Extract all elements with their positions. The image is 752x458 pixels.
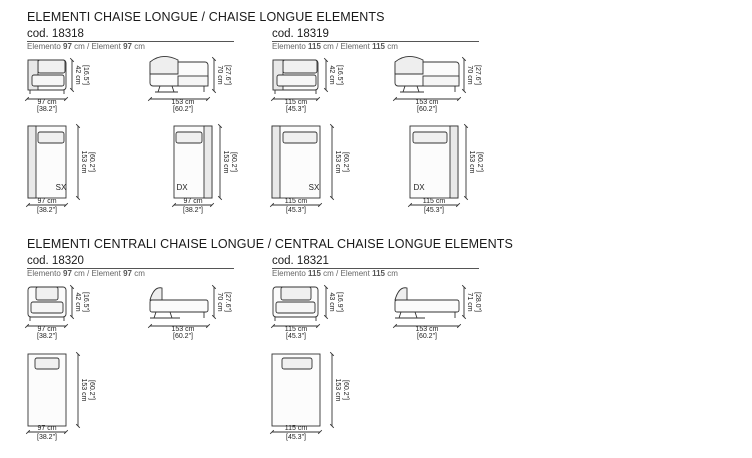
side-label: SX — [309, 183, 320, 192]
length-label: 153 cm — [172, 326, 195, 333]
height-label: 43 cm — [328, 292, 335, 311]
divider — [27, 268, 234, 269]
plan-view-drawing — [27, 353, 67, 427]
width-inch-label: [38.2"] — [37, 333, 57, 340]
depth-inch-label: [60.2"] — [88, 152, 95, 172]
depth-label: 153 cm — [222, 151, 229, 174]
width-label: 115 cm — [285, 99, 308, 106]
height-inch-label: [16.5"] — [82, 292, 89, 312]
length-label: 153 cm — [172, 99, 195, 106]
plan-view-drawing — [271, 125, 321, 199]
width-inch-label: [38.2"] — [37, 106, 57, 113]
depth-inch-label: [60.2"] — [88, 380, 95, 400]
side-view-drawing — [394, 287, 460, 319]
length-label: 153 cm — [416, 326, 439, 333]
length-label: 153 cm — [416, 99, 439, 106]
width-label: 97 cm — [37, 425, 56, 432]
height-label: 70 cm — [466, 65, 473, 84]
width-inch-label: [45.3"] — [286, 434, 306, 441]
width-inch-label: [38.2"] — [37, 207, 57, 214]
plan-view-drawing — [409, 125, 459, 199]
width-inch-label: [38.2"] — [183, 207, 203, 214]
width-inch-label: [45.3"] — [286, 333, 306, 340]
length-inch-label: [60.2"] — [173, 333, 193, 340]
height-label: 70 cm — [216, 65, 223, 84]
product-code: cod. 18321 — [272, 255, 329, 267]
side-label: DX — [413, 183, 425, 192]
plan-view-drawing — [271, 353, 321, 427]
height-inch-label: [16.5"] — [336, 65, 343, 85]
side-view-drawing — [394, 56, 460, 93]
width-label: 97 cm — [37, 198, 56, 205]
depth-label: 153 cm — [80, 151, 87, 174]
height-label: 42 cm — [328, 65, 335, 84]
element-size: Elemento 115 cm / Element 115 cm — [272, 269, 398, 278]
side-label: SX — [56, 183, 67, 192]
height-inch-label: [28.0"] — [474, 292, 481, 312]
product-code: cod. 18320 — [27, 255, 84, 267]
height-inch-label: [27.6"] — [224, 292, 231, 312]
width-label: 115 cm — [285, 198, 308, 205]
divider — [27, 41, 234, 42]
section-title-chaise-longue: ELEMENTI CHAISE LONGUE / CHAISE LONGUE E… — [27, 10, 385, 24]
side-view-drawing — [149, 56, 209, 93]
depth-label: 153 cm — [80, 379, 87, 402]
width-label: 97 cm — [37, 326, 56, 333]
section-title-central-chaise-longue: ELEMENTI CENTRALI CHAISE LONGUE / CENTRA… — [27, 237, 513, 251]
height-label: 70 cm — [216, 292, 223, 311]
front-view-drawing — [272, 286, 319, 321]
front-view-drawing — [272, 59, 319, 94]
width-label: 97 cm — [183, 198, 202, 205]
side-label: DX — [176, 183, 188, 192]
height-label: 42 cm — [74, 65, 81, 84]
product-code: cod. 18319 — [272, 28, 329, 40]
depth-inch-label: [60.2"] — [342, 152, 349, 172]
element-size: Elemento 97 cm / Element 97 cm — [27, 42, 145, 51]
plan-view-drawing — [173, 125, 213, 199]
height-inch-label: [16.5"] — [82, 65, 89, 85]
height-inch-label: [27.6"] — [474, 65, 481, 85]
width-inch-label: [45.3"] — [286, 106, 306, 113]
divider — [272, 41, 479, 42]
width-label: 115 cm — [423, 198, 446, 205]
height-label: 71 cm — [466, 292, 473, 311]
width-label: 115 cm — [285, 326, 308, 333]
depth-label: 153 cm — [334, 151, 341, 174]
product-code: cod. 18318 — [27, 28, 84, 40]
width-inch-label: [38.2"] — [37, 434, 57, 441]
length-inch-label: [60.2"] — [417, 106, 437, 113]
width-inch-label: [45.3"] — [286, 207, 306, 214]
height-label: 42 cm — [74, 292, 81, 311]
element-size: Elemento 97 cm / Element 97 cm — [27, 269, 145, 278]
height-inch-label: [16.9"] — [336, 292, 343, 312]
side-view-drawing — [149, 287, 209, 319]
depth-inch-label: [60.2"] — [230, 152, 237, 172]
divider — [272, 268, 479, 269]
front-view-drawing — [27, 286, 67, 321]
height-inch-label: [27.6"] — [224, 65, 231, 85]
length-inch-label: [60.2"] — [173, 106, 193, 113]
width-label: 97 cm — [37, 99, 56, 106]
plan-view-drawing — [27, 125, 67, 199]
depth-inch-label: [60.2"] — [342, 380, 349, 400]
length-inch-label: [60.2"] — [417, 333, 437, 340]
width-label: 115 cm — [285, 425, 308, 432]
depth-label: 153 cm — [334, 379, 341, 402]
depth-label: 153 cm — [468, 151, 475, 174]
element-size: Elemento 115 cm / Element 115 cm — [272, 42, 398, 51]
width-inch-label: [45.3"] — [424, 207, 444, 214]
front-view-drawing — [27, 59, 67, 94]
depth-inch-label: [60.2"] — [476, 152, 483, 172]
